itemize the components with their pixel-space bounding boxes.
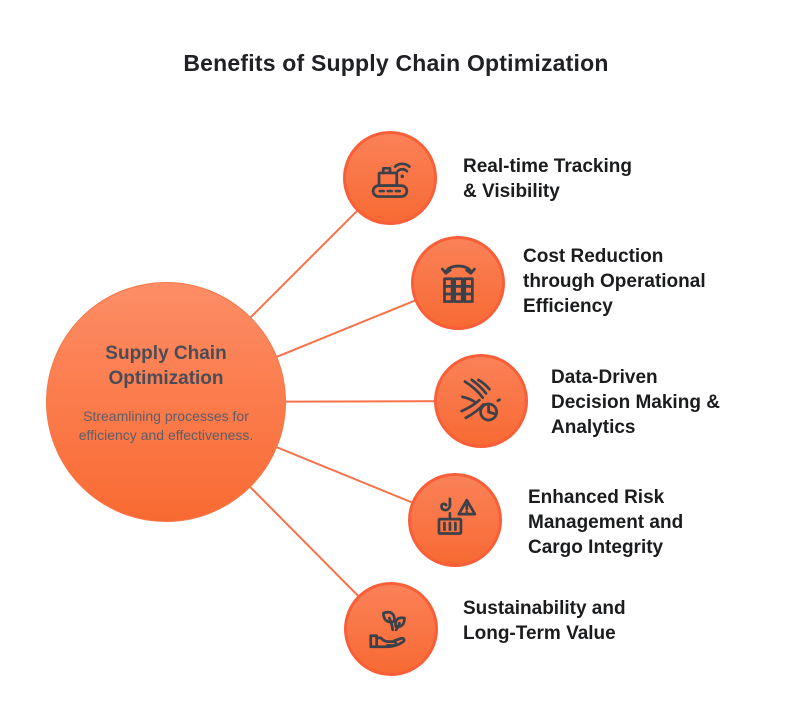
benefit-node-data-analytics [434,354,528,448]
data-stream-clock-icon [460,378,501,422]
label-line: Management and [528,512,684,533]
stacked-goods-transfer-icon [441,264,476,303]
benefit-label-cost-reduction: Cost Reduction through Operational Effic… [523,244,706,319]
hand-leaves-icon [369,610,406,649]
benefit-node-risk-management [408,473,502,567]
label-line: Decision Making & [551,392,720,413]
central-node-text: Supply Chain Optimization Streamlining p… [73,341,259,445]
label-line: Efficiency [523,296,613,317]
benefit-node-sustainability [344,582,438,676]
label-line: Analytics [551,417,636,438]
label-line: Long-Term Value [463,623,616,644]
label-line: Enhanced Risk [528,487,665,508]
crane-cargo-warning-icon [437,497,477,535]
benefit-label-realtime-tracking: Real-time Tracking & Visibility [463,154,632,204]
central-node-subtitle: Streamlining processes for efficiency an… [78,408,254,443]
benefit-label-risk-management: Enhanced Risk Management and Cargo Integ… [528,485,683,560]
label-line: Cost Reduction [523,246,664,267]
conveyor-tracking-icon [371,162,411,198]
benefit-node-realtime-tracking [343,131,437,225]
label-line: & Visibility [463,181,560,202]
central-node-title: Supply Chain Optimization [105,343,227,389]
page-title: Benefits of Supply Chain Optimization [183,50,609,76]
label-line: Sustainability and [463,598,626,619]
label-line: Real-time Tracking [463,156,632,177]
benefit-label-data-analytics: Data-Driven Decision Making & Analytics [551,365,720,440]
central-node: Supply Chain Optimization Streamlining p… [46,282,286,522]
benefit-node-cost-reduction [411,236,505,330]
label-line: through Operational [523,271,706,292]
label-line: Cargo Integrity [528,537,664,558]
label-line: Data-Driven [551,367,658,388]
benefit-label-sustainability: Sustainability and Long-Term Value [463,596,626,646]
